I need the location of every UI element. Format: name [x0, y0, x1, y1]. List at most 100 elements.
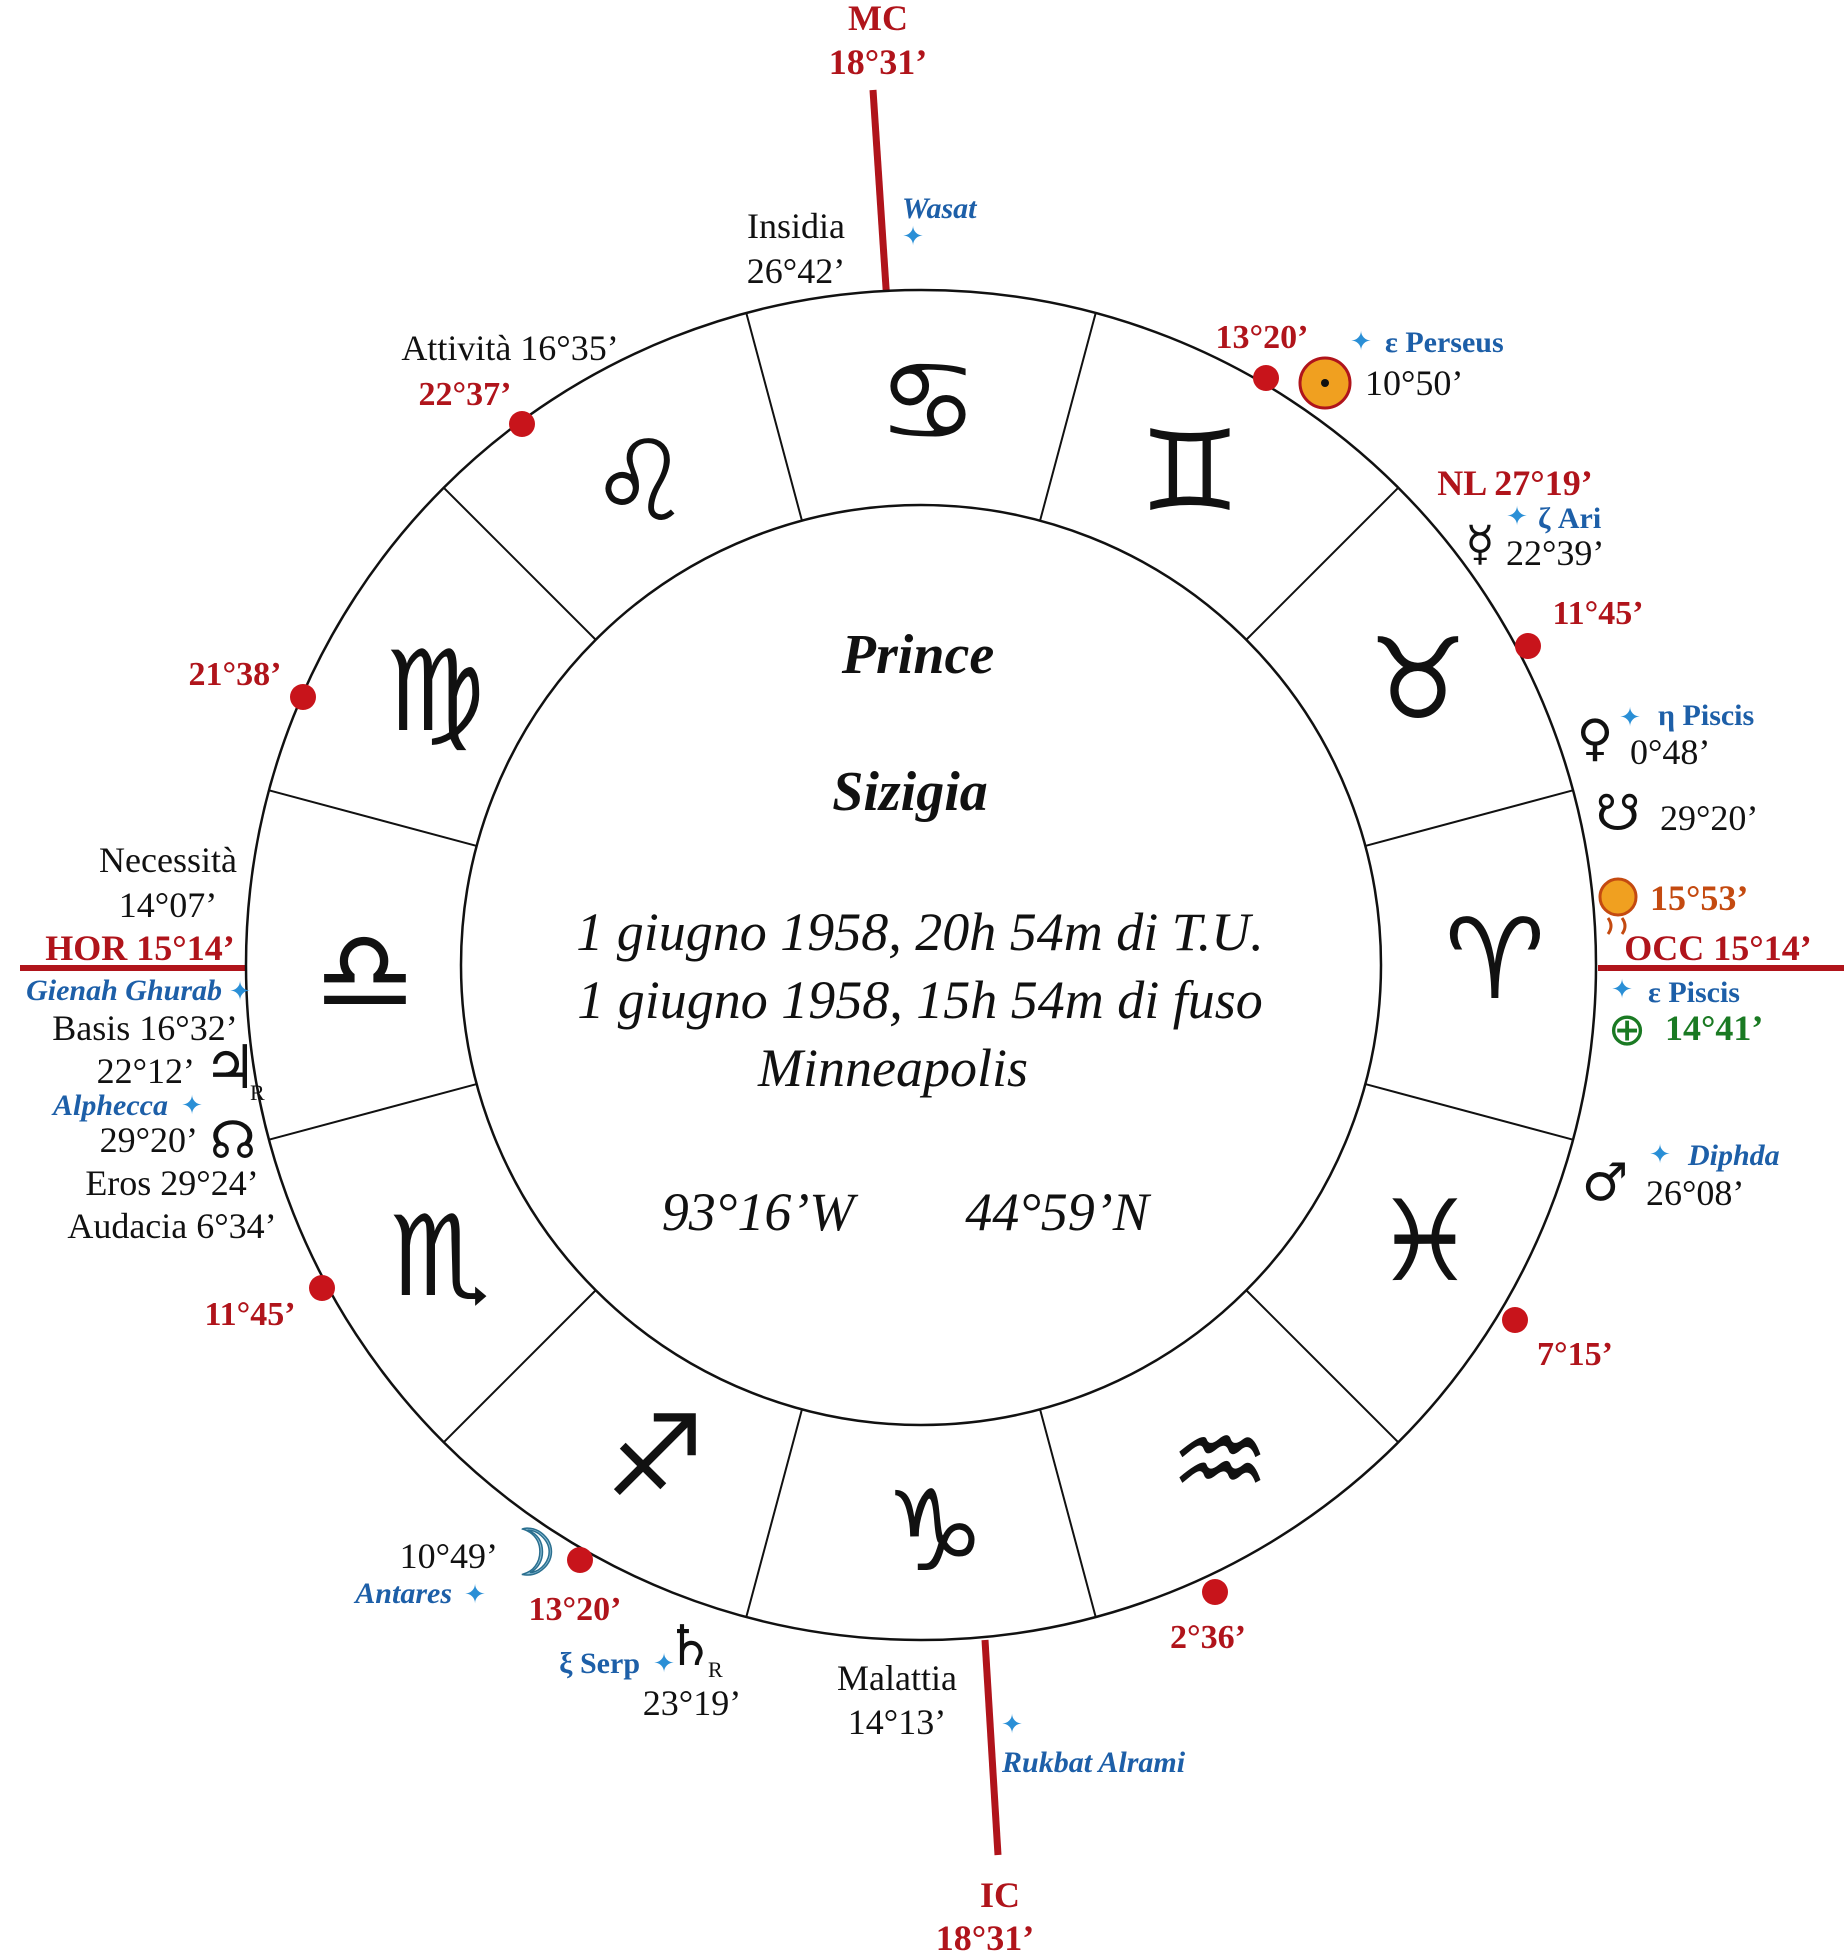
- cusp-virgo-degree: 21°38’: [189, 656, 282, 693]
- date-ut: 1 giugno 1958, 20h 54m di T.U.: [576, 902, 1264, 962]
- mercury-degree: 22°39’: [1506, 533, 1604, 573]
- zeta-ari-label: ζ Ari: [1538, 502, 1601, 535]
- eta-piscis-label: η Piscis: [1658, 699, 1754, 732]
- saturn-degree: 23°19’: [643, 1683, 741, 1723]
- cusp-markers: 13°20’ 11°45’ 7°15’ 2°36’ 13°20’ 11°45’ …: [189, 319, 1644, 1656]
- perseus-label: ε Perseus: [1385, 326, 1504, 359]
- sign-divider: [1245, 486, 1400, 641]
- star-icon: ✦: [1350, 327, 1372, 357]
- necessita-degree: 14°07’: [119, 885, 217, 925]
- eclipse-sun-icon: [1598, 877, 1638, 935]
- sign-divider: [1365, 1083, 1574, 1141]
- latitude: 44°59’N: [965, 1182, 1152, 1242]
- rukbat-label: Rukbat Alrami: [1001, 1746, 1186, 1779]
- gemini-sign-icon: ♊: [1140, 407, 1240, 537]
- cusp-dot: [309, 1275, 335, 1301]
- cusp-dot: [567, 1547, 593, 1573]
- cusp-dot: [1515, 633, 1541, 659]
- date-local: 1 giugno 1958, 15h 54m di fuso: [577, 970, 1263, 1030]
- mars-degree: 26°08’: [1646, 1173, 1744, 1213]
- insidia-degree: 26°42’: [747, 251, 845, 291]
- sign-glyphs: ♋ ♊ ♉ ♈ ♓ ♒ ♑ ♐ ♏ ♎ ♍ ♌: [315, 337, 1545, 1597]
- cusp-dot: [509, 411, 535, 437]
- eps-piscis-label: ε Piscis: [1648, 976, 1740, 1009]
- star-icon: ✦: [1001, 1710, 1023, 1740]
- moon-icon: ☽: [499, 1517, 556, 1591]
- sign-dividers: [268, 312, 1574, 1618]
- nl-label: NL 27°19’: [1437, 463, 1592, 503]
- diphda-label: Diphda: [1687, 1139, 1780, 1172]
- venus-icon: ♀: [1577, 709, 1614, 767]
- planets: 10°50’ NL 27°19’ ☿ 22°39’ ♀ 0°48’ ☋ 29°2…: [97, 356, 1763, 1723]
- sun-degree: 10°50’: [1365, 363, 1463, 403]
- jupiter-degree: 22°12’: [97, 1051, 195, 1091]
- mc-label: MC: [848, 0, 908, 38]
- basis-label: Basis 16°32’: [52, 1008, 237, 1048]
- sign-divider: [268, 1083, 477, 1141]
- venus-degree: 0°48’: [1630, 732, 1710, 772]
- mercury-icon: ☿: [1465, 516, 1494, 572]
- antares-label: Antares: [353, 1577, 452, 1610]
- taurus-sign-icon: ♉: [1368, 615, 1468, 745]
- ic-axis-line: [981, 1639, 1002, 1856]
- eclipse-degree: 15°53’: [1650, 878, 1748, 918]
- alphecca-label: Alphecca: [51, 1089, 168, 1122]
- sign-divider: [1365, 789, 1574, 847]
- jupiter-retro: R: [250, 1080, 265, 1105]
- malattia-name: Malattia: [837, 1658, 957, 1698]
- sign-divider: [745, 312, 803, 521]
- cusp-pisces-degree: 7°15’: [1537, 1336, 1613, 1373]
- star-icon: ✦: [229, 977, 251, 1007]
- cusp-dot: [1502, 1307, 1528, 1333]
- saturn-retro: R: [708, 1657, 723, 1682]
- sign-divider: [442, 486, 597, 641]
- cusp-dot: [1202, 1579, 1228, 1605]
- aries-sign-icon: ♈: [1445, 895, 1545, 1025]
- cusp-leo-degree: 22°37’: [419, 376, 512, 413]
- south-node-icon: ☋: [1596, 784, 1640, 842]
- longitude: 93°16’W: [662, 1182, 860, 1242]
- aquarius-sign-icon: ♒: [1170, 1397, 1270, 1527]
- libra-sign-icon: ♎: [315, 907, 415, 1037]
- insidia-name: Insidia: [747, 206, 845, 246]
- sign-divider: [745, 1409, 803, 1618]
- sign-divider: [1039, 1409, 1097, 1618]
- north-node-degree: 29°20’: [100, 1120, 198, 1160]
- pisces-sign-icon: ♓: [1375, 1177, 1475, 1307]
- occ-label: OCC 15°14’: [1624, 928, 1811, 968]
- star-icon: ✦: [1506, 502, 1528, 532]
- leo-sign-icon: ♌: [590, 417, 690, 547]
- star-icon: ✦: [1611, 975, 1633, 1005]
- sign-divider: [1245, 1289, 1400, 1444]
- virgo-sign-icon: ♍: [385, 627, 485, 757]
- earth-degree: 14°41’: [1665, 1008, 1763, 1048]
- star-icon: ✦: [1649, 1140, 1671, 1170]
- place-name: Minneapolis: [757, 1038, 1028, 1098]
- earth-icon: ⊕: [1608, 1002, 1647, 1056]
- mc-axis-line: [869, 89, 891, 304]
- cancer-sign-icon: ♋: [878, 337, 978, 467]
- cusp-dot: [290, 684, 316, 710]
- sign-divider: [1039, 312, 1097, 521]
- chart-subtitle: Sizigia: [832, 761, 988, 823]
- sun-icon: [1298, 356, 1352, 410]
- angle-labels: MC 18°31’ IC 18°31’ HOR 15°14’ OCC 15°14…: [45, 0, 1811, 1956]
- necessita-name: Necessità: [99, 840, 237, 880]
- wasat-label: Wasat: [902, 192, 978, 225]
- cusp-sagittarius-degree: 13°20’: [529, 1591, 622, 1628]
- gienah-label: Gienah Ghurab: [26, 974, 222, 1007]
- jupiter-icon: ♃: [203, 1033, 257, 1103]
- star-icon: ✦: [1619, 703, 1641, 733]
- ic-label: IC: [980, 1875, 1020, 1915]
- sign-divider: [442, 1289, 597, 1444]
- scorpio-sign-icon: ♏: [390, 1192, 490, 1322]
- star-icon: ✦: [464, 1580, 486, 1610]
- sign-divider: [268, 789, 477, 847]
- cusp-dot: [1253, 365, 1279, 391]
- ic-degree: 18°31’: [936, 1918, 1034, 1956]
- south-node-degree: 29°20’: [1660, 798, 1758, 838]
- mars-icon: ♂: [1582, 1153, 1629, 1213]
- star-icon: ✦: [181, 1091, 203, 1121]
- cusp-aquarius-degree: 2°36’: [1170, 1619, 1246, 1656]
